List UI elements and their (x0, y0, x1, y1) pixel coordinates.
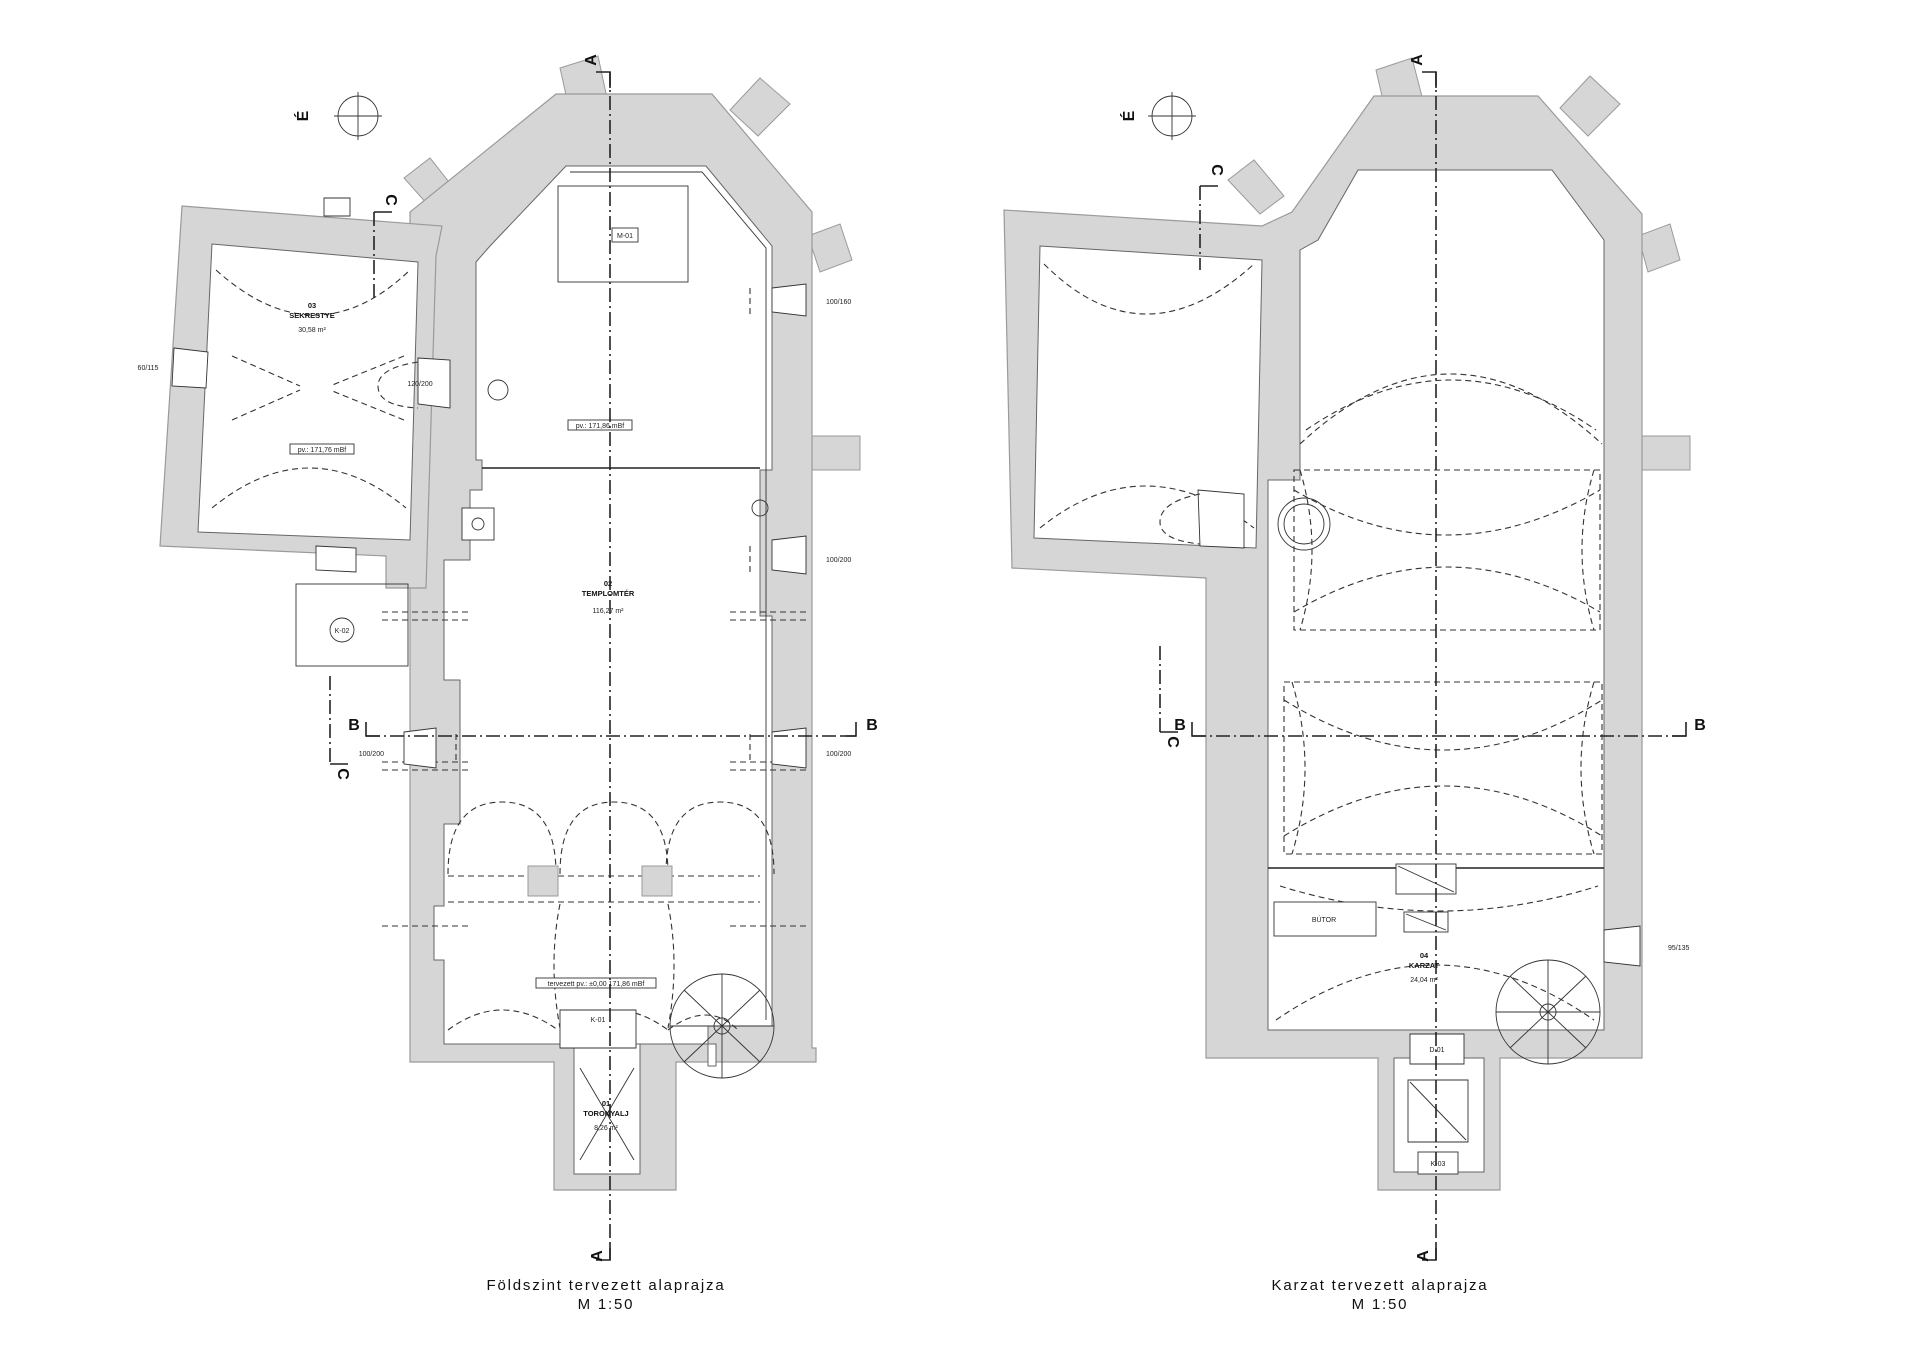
section-label-b-left-gallery: B (1174, 717, 1186, 734)
gallery-floor-plan: BÚTOR 04 KARZAT 24,04 m² 95/135 D-01 K-0… (1003, 54, 1706, 1313)
gallery-furniture-label: BÚTOR (1312, 915, 1336, 924)
tag-k03: K-03 (1431, 1161, 1446, 1168)
room-name-toronyalj: TORONYALJ (583, 1109, 628, 1118)
room-name-templomter: TEMPLOMTÉR (582, 589, 635, 598)
sacristy-interior (197, 243, 419, 541)
spiral-stair-gallery (1495, 959, 1601, 1065)
room-number-01: 01 (602, 1099, 610, 1108)
caption-gallery-floor: Karzat tervezett alaprajza (1272, 1277, 1489, 1294)
north-arrow-ground: É (293, 92, 382, 140)
spiral-stair-ground (669, 973, 775, 1079)
north-arrow-gallery: É (1119, 92, 1196, 140)
dim-window-2: 100/200 (826, 557, 851, 564)
tag-k02: K-02 (335, 628, 350, 635)
room-area-04: 24,04 m² (1410, 977, 1438, 984)
section-label-c-bottom: C (334, 768, 351, 780)
caption-ground-floor: Földszint tervezett alaprajza (487, 1277, 726, 1294)
north-label: É (293, 110, 312, 121)
section-label-c-bottom-gallery: C (1164, 736, 1181, 748)
dim-window-1: 100/160 (826, 299, 851, 306)
dim-window-4: 100/200 (359, 751, 384, 758)
section-label-a-bottom-gallery: A (1415, 1250, 1432, 1262)
room-number-04: 04 (1420, 951, 1429, 960)
level-label-nave: pv.: 171,86 mBf (576, 423, 625, 430)
dim-gallery-window: 95/135 (1668, 945, 1690, 952)
tag-k01: K-01 (591, 1017, 606, 1024)
section-label-c-top: C (382, 194, 399, 206)
scale-ground-floor: M 1:50 (578, 1296, 635, 1313)
dim-window-3: 100/200 (826, 751, 851, 758)
section-label-a-top-gallery: A (1409, 54, 1426, 66)
room-number-03: 03 (308, 301, 316, 310)
dim-sacristy-door: 120/200 (407, 381, 432, 388)
dim-sacristy-window: 60/115 (138, 365, 159, 372)
scale-gallery-floor: M 1:50 (1352, 1296, 1409, 1313)
section-label-b-right: B (866, 717, 878, 734)
room-name-karzat: KARZAT (1409, 961, 1440, 970)
section-label-b-right-gallery: B (1694, 717, 1706, 734)
section-label-a-bottom: A (589, 1250, 606, 1262)
room-area-03: 30,58 m² (298, 327, 326, 334)
north-label-gallery: É (1119, 110, 1138, 121)
ground-floor-plan: M-01 pv.: 171,86 mBf 02 TEMPLOMTÉR 116,2… (138, 54, 878, 1313)
level-label-sacristy: pv.: 171,76 mBf (298, 447, 347, 454)
level-label-design: tervezett pv.: ±0,00 171,86 mBf (548, 981, 645, 988)
room-area-01: 8,26 m² (594, 1125, 618, 1132)
room-name-sekrestye: SEKRESTYE (289, 311, 334, 320)
gallery-sacristy-void (1033, 245, 1263, 549)
room-area-02: 116,27 m² (593, 608, 625, 615)
tag-d01: D-01 (1429, 1047, 1444, 1054)
tag-m01: M-01 (617, 233, 633, 240)
room-number-02: 02 (604, 579, 612, 588)
windows-nave (403, 283, 807, 769)
section-label-b-left: B (348, 717, 360, 734)
section-label-c-top-gallery: C (1208, 164, 1225, 176)
nave-interior (433, 165, 773, 1067)
section-label-a-top: A (583, 54, 600, 66)
